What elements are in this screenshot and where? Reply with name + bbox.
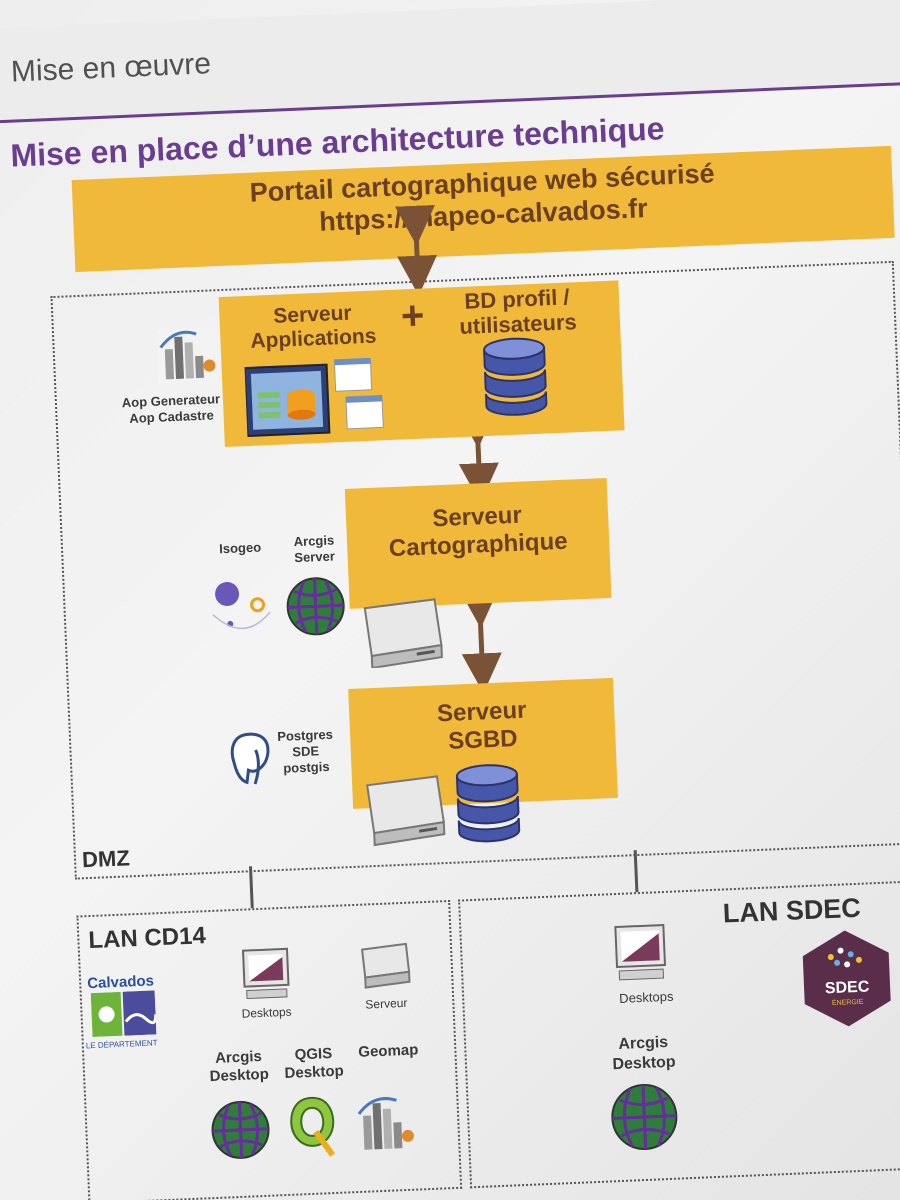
cd14-qgis-label-2: Desktop <box>284 1062 345 1083</box>
lan-cd14-title: LAN CD14 <box>87 922 207 955</box>
qgis-logo-icon <box>290 1096 336 1157</box>
postgres-elephant-icon <box>230 732 270 785</box>
connector-sdec <box>633 850 639 893</box>
calvados-logo-icon <box>90 990 157 1038</box>
cd14-arcgis-globe-icon <box>211 1100 270 1159</box>
sdec-arcgis-globe-icon <box>611 1083 678 1150</box>
postgres-label-3: postgis <box>282 758 330 776</box>
sdec-desktop-computer-icon <box>614 923 667 981</box>
aop-buildings-icon <box>155 327 219 385</box>
connector-cd14 <box>248 866 254 909</box>
cd14-geomap-label: Geomap <box>358 1041 419 1061</box>
sdec-arcgis-label-2: Desktop <box>612 1053 676 1074</box>
sdec-logo-text: SDEC <box>825 978 871 997</box>
desktop-computer-icon <box>241 947 290 1000</box>
database-icon <box>483 337 548 416</box>
arcgis-globe-icon <box>286 577 345 636</box>
carto-server-hardware-icon <box>363 598 443 669</box>
arrow-app-carto <box>456 407 499 504</box>
sgbd-database-icon <box>455 764 521 843</box>
arrow-carto-db <box>459 587 502 694</box>
sdec-energie-logo-icon: SDEC ÉNERGIE <box>802 930 891 1027</box>
geomap-buildings-icon <box>357 1097 414 1150</box>
plus-sign: + <box>399 293 426 339</box>
app-window-icon <box>244 357 384 438</box>
calvados-brand: Calvados <box>86 972 155 993</box>
cd14-server-icon <box>360 942 411 989</box>
isogeo-orbit-icon <box>212 582 271 630</box>
lan-sdec-title: LAN SDEC <box>722 892 862 929</box>
arcgis-server-label-2: Server <box>294 548 336 566</box>
sdec-arcgis-label-1: Arcgis <box>618 1033 669 1054</box>
arrow-portal-app <box>394 204 438 296</box>
sdec-logo-sub: ÉNERGIE <box>832 997 864 1007</box>
cd14-arcgis-label-2: Desktop <box>209 1065 270 1086</box>
db-server-hardware-icon <box>366 775 446 847</box>
isogeo-label: Isogeo <box>218 539 262 557</box>
